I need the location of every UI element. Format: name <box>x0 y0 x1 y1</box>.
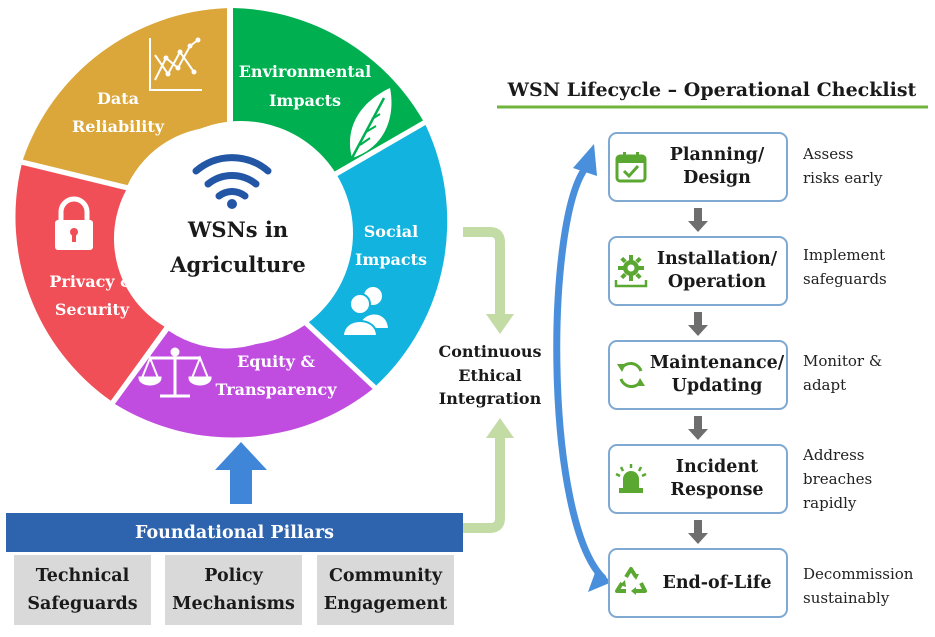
segment-equity-transparency <box>114 319 373 438</box>
stage-connectors <box>688 208 708 544</box>
wheel-center-title-line1: WSNs in <box>187 217 288 242</box>
gear-icon <box>614 255 648 288</box>
pillar-policy-mechanisms: Policy Mechanisms <box>165 555 302 625</box>
scales-icon <box>138 347 212 398</box>
integration-label-line1: Continuous <box>438 342 541 361</box>
stage-note-incident: Address breaches rapidly <box>803 446 873 512</box>
equity-label-line1: Equity & <box>237 352 315 371</box>
foundation-title: Foundational Pillars <box>135 522 334 543</box>
wifi-icon <box>192 154 272 209</box>
lock-icon <box>55 196 93 250</box>
stage-note-installation: Implement safeguards <box>803 246 887 288</box>
stage-label: Installation/ Operation <box>656 249 778 292</box>
stage-maintenance-updating: Maintenance/ Updating <box>608 340 788 410</box>
integration-label-line3: Integration <box>439 389 542 408</box>
stage-planning-design: Planning/ Design <box>608 132 788 202</box>
privacy-label-line2: Security <box>55 300 130 319</box>
integration-arrow-down <box>486 314 514 334</box>
social-label-line2: Impacts <box>355 250 427 269</box>
equity-label-line2: Transparency <box>215 380 337 399</box>
wheel-center <box>129 121 353 345</box>
alarm-icon <box>615 464 647 493</box>
stage-label: Incident Response <box>670 457 764 500</box>
integration-bracket <box>463 227 505 533</box>
stage-note-end-of-life: Decommission sustainably <box>803 565 914 607</box>
segment-data-reliability <box>22 8 228 186</box>
stage-incident-response: Incident Response <box>608 444 788 514</box>
pillar-technical-safeguards: Technical Safeguards <box>14 555 151 625</box>
refresh-icon <box>617 362 645 388</box>
stage-installation-operation: Installation/ Operation <box>608 236 788 306</box>
data-label-line2: Reliability <box>72 117 165 136</box>
feedback-loop-arrow <box>553 144 612 592</box>
up-arrow <box>215 442 267 504</box>
social-label-line1: Social <box>364 222 419 241</box>
stage-note-maintenance: Monitor & adapt <box>803 352 883 394</box>
people-icon <box>341 287 388 337</box>
calendar-check-icon <box>615 152 647 183</box>
wheel-center-title-line2: Agriculture <box>169 252 305 277</box>
stage-end-of-life: End-of-Life <box>608 548 788 618</box>
foundation-banner: Foundational Pillars <box>6 513 463 552</box>
recycle-icon <box>615 567 647 595</box>
stage-note-planning: Assess risks early <box>803 145 883 187</box>
line-chart-icon <box>149 37 202 91</box>
stage-label: Planning/ Design <box>669 145 765 188</box>
environmental-label-line1: Environmental <box>239 62 372 81</box>
integration-arrow-up <box>486 418 514 438</box>
privacy-label-line1: Privacy & <box>49 272 135 291</box>
environmental-label-line2: Impacts <box>269 91 341 110</box>
integration-label-line2: Ethical <box>458 366 521 385</box>
data-label-line1: Data <box>97 89 139 108</box>
leaf-icon <box>349 88 392 159</box>
segment-privacy-security <box>15 164 165 401</box>
pillar-community-engagement: Community Engagement <box>317 555 454 625</box>
stage-label: Maintenance/ Updating <box>649 353 785 396</box>
checklist-title: WSN Lifecycle – Operational Checklist <box>507 79 917 101</box>
stage-label: End-of-Life <box>662 572 772 593</box>
